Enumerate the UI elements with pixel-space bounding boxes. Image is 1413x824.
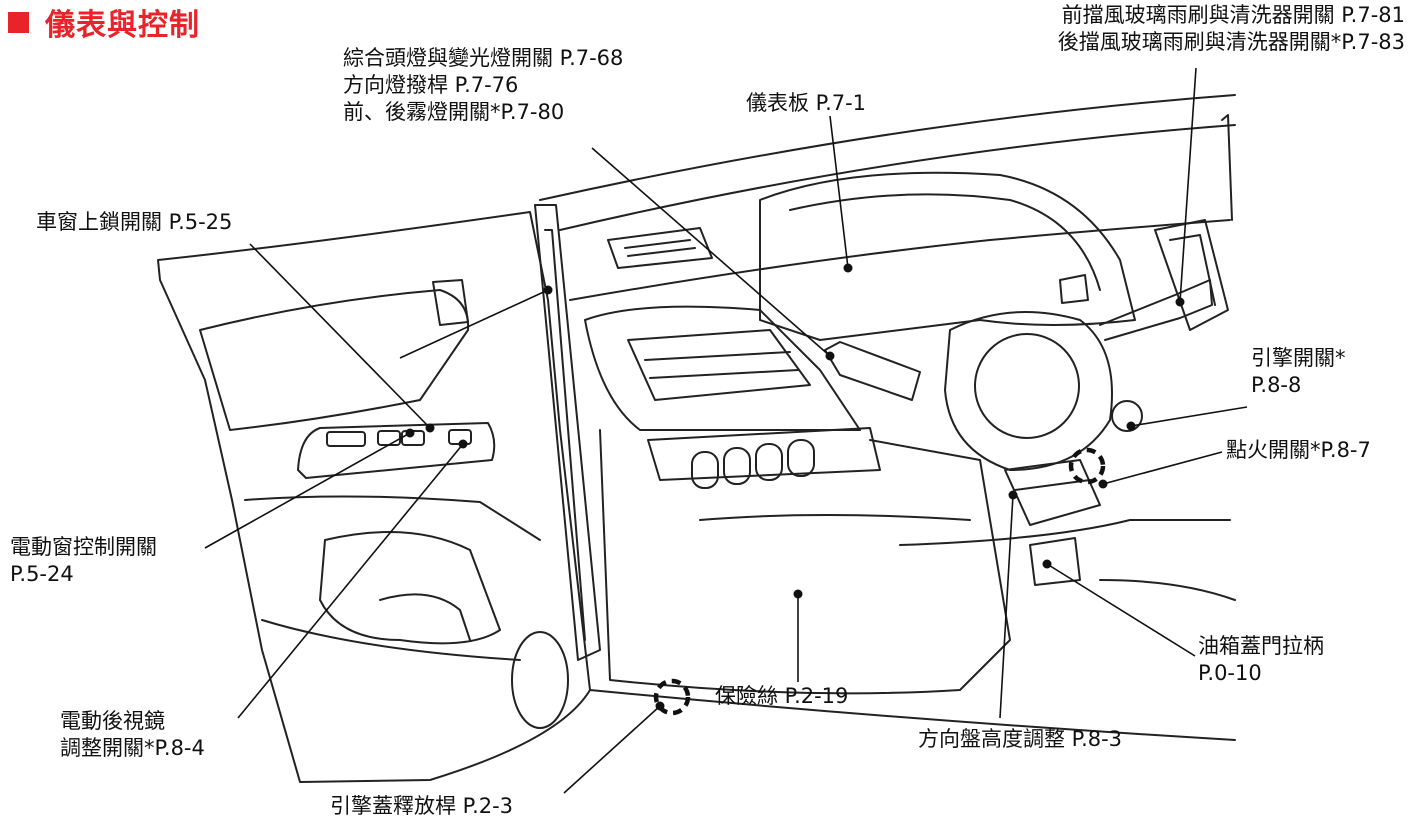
power-window-callout: 電動窗控制開關 P.5-24 <box>10 534 157 588</box>
fog-light-label: 前、後霧燈開關*P.7-80 <box>343 100 565 124</box>
page-title: 儀表與控制 <box>8 2 200 43</box>
ignition-label: 點火開關*P.8-7 <box>1226 438 1371 462</box>
wiper-callout: 前擋風玻璃雨刷與清洗器開關 P.7-81 後擋風玻璃雨刷與清洗器開關*P.7-8… <box>1058 2 1405 56</box>
engine-switch-label: 引擎開關* <box>1251 346 1346 370</box>
power-window-page: P.5-24 <box>10 562 74 586</box>
combo-switch-label: 綜合頭燈與變光燈開關 P.7-68 <box>343 46 624 70</box>
fuel-lid-page: P.0-10 <box>1198 661 1262 685</box>
steering-tilt-label: 方向盤高度調整 P.8-3 <box>918 727 1123 751</box>
hood-release-hidden-marker <box>653 678 691 716</box>
fuse-label: 保險絲 P.2-19 <box>715 684 849 708</box>
title-bullet-square <box>8 11 29 33</box>
fuel-lid-label: 油箱蓋門拉柄 <box>1198 634 1324 658</box>
engine-switch-page: P.8-8 <box>1251 373 1302 397</box>
front-wiper-label: 前擋風玻璃雨刷與清洗器開關 P.7-81 <box>1061 3 1405 27</box>
rear-wiper-label: 後擋風玻璃雨刷與清洗器開關*P.7-83 <box>1057 30 1405 54</box>
mirror-label: 電動後視鏡 <box>60 709 165 733</box>
mirror-page: 調整開關*P.8-4 <box>60 736 205 760</box>
mirror-callout: 電動後視鏡 調整開關*P.8-4 <box>60 708 205 762</box>
turn-signal-label: 方向燈撥桿 P.7-76 <box>343 73 519 97</box>
ignition-hidden-marker <box>1068 447 1106 485</box>
engine-switch-callout: 引擎開關* P.8-8 <box>1251 345 1346 399</box>
window-lock-label: 車窗上鎖開關 P.5-25 <box>36 210 233 234</box>
title-text: 儀表與控制 <box>45 8 200 43</box>
meter-label: 儀表板 P.7-1 <box>746 91 867 115</box>
power-window-label: 電動窗控制開關 <box>10 535 157 559</box>
hood-release-label: 引擎蓋釋放桿 P.2-3 <box>330 794 514 818</box>
combo-switch-callout: 綜合頭燈與變光燈開關 P.7-68 方向燈撥桿 P.7-76 前、後霧燈開關*P… <box>343 45 623 126</box>
fuel-lid-callout: 油箱蓋門拉柄 P.0-10 <box>1198 633 1324 687</box>
